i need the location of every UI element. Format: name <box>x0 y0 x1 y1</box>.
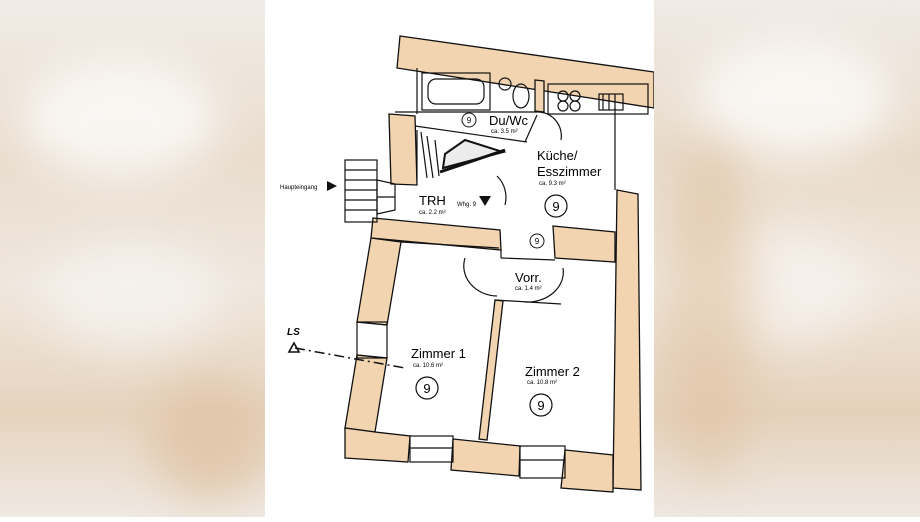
blurred-background-left <box>0 0 265 517</box>
vorr-unit: 9 <box>535 237 540 246</box>
zimmer2-unit: 9 <box>537 398 544 413</box>
interior-lines <box>344 68 649 479</box>
du-wc-name: Du/Wc <box>489 113 529 128</box>
zimmer1-area: ca. 10.6 m² <box>413 363 443 369</box>
vorr-unit-badge <box>529 233 545 249</box>
wall-left-lower <box>344 354 388 433</box>
apartment-entry-icon <box>479 196 491 206</box>
du-wc-unit-badge <box>461 112 477 128</box>
wall-bottom-left <box>344 427 411 463</box>
wall-kitchen-stub <box>534 79 545 113</box>
wall-right-outer <box>612 189 642 491</box>
entrance-arrow-icon <box>327 181 337 191</box>
zimmer2-area: ca. 10.8 m² <box>527 380 557 386</box>
kueche-unit: 9 <box>552 199 559 214</box>
kueche-unit-badge <box>544 194 568 218</box>
du-wc-unit: 9 <box>467 116 472 125</box>
floor-plan: LS Haupteingang 9 Du/Wc ca. 3.5 m² Küche… <box>265 0 655 517</box>
zimmer2-unit-badge <box>529 393 553 417</box>
wall-bottom-middle <box>450 438 521 477</box>
kueche-name-line2: Esszimmer <box>537 164 602 179</box>
kueche-name-line1: Küche/ <box>537 148 578 163</box>
section-marker-label: LS <box>287 327 300 338</box>
walls <box>344 35 655 493</box>
section-line <box>294 347 406 369</box>
wall-room-divider <box>478 299 504 441</box>
zimmer1-unit-badge <box>415 376 439 400</box>
wall-bottom-right <box>560 449 614 493</box>
wall-middle-right <box>552 225 616 263</box>
trh-area: ca. 2.2 m² <box>419 210 446 216</box>
zimmer2-name: Zimmer 2 <box>525 364 580 379</box>
kueche-area: ca. 9.3 m² <box>539 181 566 187</box>
apartment-label: Whg. 9 <box>457 202 477 208</box>
entrance-label: Haupteingang <box>280 185 317 191</box>
floor-plan-drawing: LS Haupteingang 9 Du/Wc ca. 3.5 m² Küche… <box>280 35 655 493</box>
du-wc-area: ca. 3.5 m² <box>491 129 518 135</box>
zimmer1-name: Zimmer 1 <box>411 346 466 361</box>
wall-left-outer <box>356 237 402 326</box>
vorr-name: Vorr. <box>515 270 542 285</box>
wall-left-upper <box>388 113 418 186</box>
section-marker-icon <box>287 341 301 353</box>
trh-name: TRH <box>419 193 446 208</box>
blurred-background-right <box>654 0 920 517</box>
vorr-area: ca. 1.4 m² <box>515 286 542 292</box>
zimmer1-unit: 9 <box>423 381 430 396</box>
